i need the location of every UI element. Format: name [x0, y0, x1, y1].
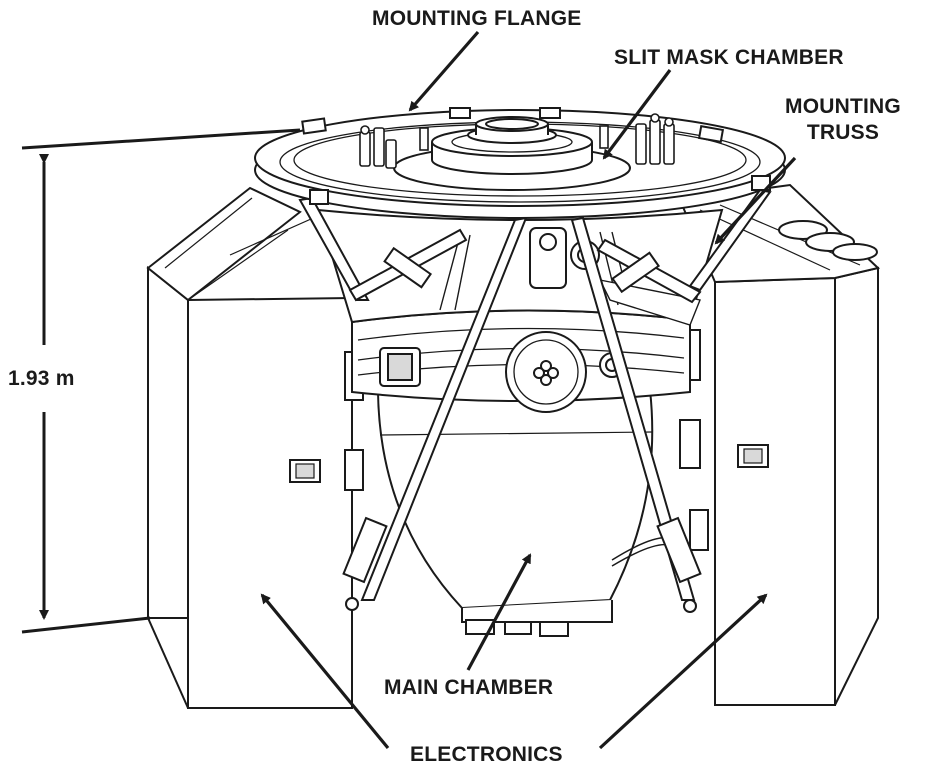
- flange-connectors: [359, 113, 675, 169]
- mounting-truss-label: MOUNTING TRUSS: [778, 94, 908, 146]
- main-chamber-arrow: [466, 553, 532, 671]
- slit-mask-chamber: [393, 116, 631, 191]
- mounting-flange-label: MOUNTING FLANGE: [372, 7, 582, 30]
- slit-mask-chamber-arrow: [602, 69, 672, 160]
- mounting-truss-arrow: [714, 156, 797, 245]
- mid-ring: [351, 309, 691, 413]
- electronics-right-arrow: [598, 593, 768, 750]
- height-dimension-label: 1.93 m: [8, 367, 75, 390]
- mounting-truss: [298, 188, 772, 613]
- mounting-truss-label-line1: MOUNTING: [785, 95, 901, 118]
- main-chamber-body: [376, 388, 677, 637]
- main-chamber-label: MAIN CHAMBER: [384, 676, 554, 699]
- electronics-left-arrow: [260, 593, 390, 750]
- mounting-truss-label-line2: TRUSS: [806, 121, 880, 144]
- right-electronics-box: [678, 183, 881, 706]
- left-electronics-box: [146, 186, 364, 709]
- callout-arrows: [260, 30, 797, 750]
- slit-mask-chamber-label: SLIT MASK CHAMBER: [614, 46, 844, 69]
- upper-structure: [316, 208, 724, 326]
- mounting-flange-arrow: [408, 30, 480, 112]
- height-dimension-line: [21, 128, 301, 634]
- electronics-label: ELECTRONICS: [410, 743, 563, 766]
